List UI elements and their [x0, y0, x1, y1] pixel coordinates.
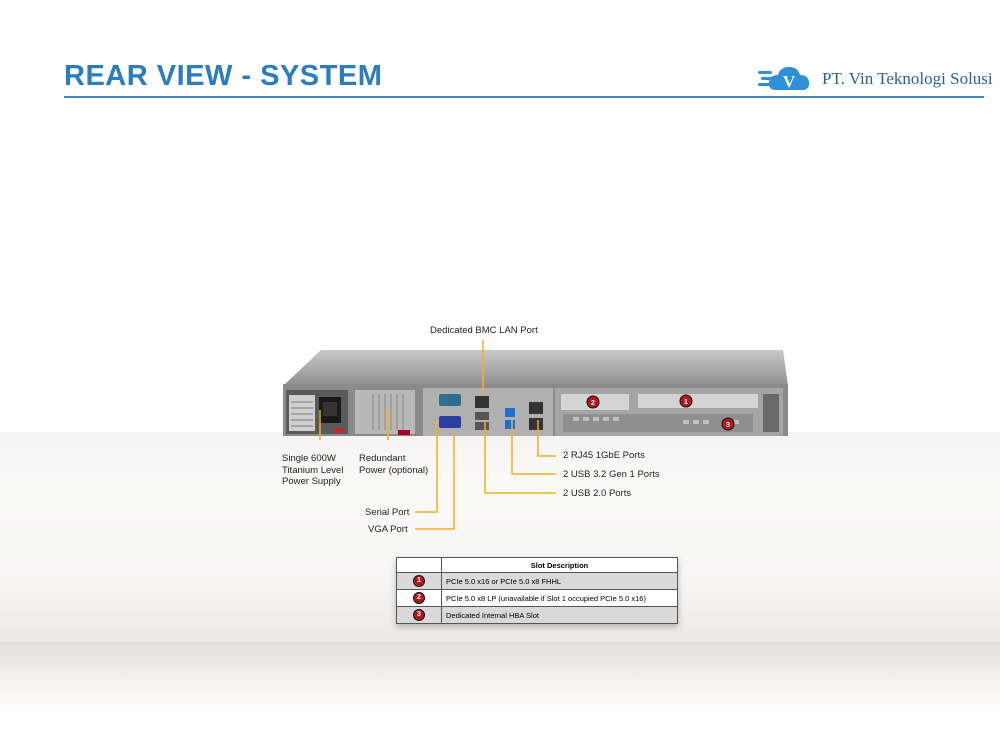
slot-number-badge: 1: [413, 575, 425, 587]
title-underline: [64, 96, 984, 98]
cloud-logo-icon: V: [758, 67, 810, 91]
slot-badge-1: 1: [679, 394, 693, 408]
label-bmc-lan-port: Dedicated BMC LAN Port: [430, 325, 538, 336]
table-row: 2 PCIe 5.0 x8 LP (unavailable if Slot 1 …: [396, 589, 678, 607]
callout-serial: [415, 420, 438, 513]
table-row: 3 Dedicated Internal HBA Slot: [396, 606, 678, 624]
page-title: REAR VIEW - SYSTEM: [64, 60, 383, 92]
logo-letter: V: [783, 72, 796, 91]
slot-description: PCIe 5.0 x8 LP (unavailable if Slot 1 oc…: [441, 589, 678, 607]
serial-port-shape: [439, 394, 461, 406]
company-name: PT. Vin Teknologi Solusi: [822, 69, 993, 88]
chassis-top: [283, 350, 788, 386]
callout-usb20: [484, 420, 556, 494]
company-logo: V PT. Vin Teknologi Solusi: [758, 62, 993, 96]
callout-vga: [415, 435, 455, 530]
svg-text:1: 1: [684, 399, 688, 406]
label-psu-line-1: Single 600W: [282, 453, 336, 464]
slot-badge-2: 2: [586, 395, 600, 409]
label-psu-line-2: Titanium Level: [282, 464, 344, 476]
slot-number-badge: 3: [413, 609, 425, 621]
vga-port-shape: [439, 416, 461, 428]
label-redundant-line-1: Redundant: [359, 453, 406, 464]
table-header-slot-description: Slot Description: [441, 557, 678, 573]
label-psu-line-3: Power Supply: [282, 476, 341, 487]
label-vga-port: VGA Port: [368, 524, 408, 535]
table-header-empty: [396, 557, 442, 573]
label-usb20-ports: 2 USB 2.0 Ports: [563, 488, 632, 499]
slot-description-table: Slot Description 1 PCIe 5.0 x16 or PCIe …: [396, 557, 678, 624]
label-serial-port: Serial Port: [365, 507, 410, 518]
label-rj45-ports: 2 RJ45 1GbE Ports: [563, 450, 645, 461]
table-row: 1 PCIe 5.0 x16 or PCIe 5.0 x8 FHHL: [396, 572, 678, 590]
label-usb32-ports: 2 USB 3.2 Gen 1 Ports: [563, 469, 660, 480]
slot-description: PCIe 5.0 x16 or PCIe 5.0 x8 FHHL: [441, 572, 678, 590]
label-psu: Single 600W Titanium Level Power Supply: [282, 453, 343, 488]
svg-text:2: 2: [591, 400, 595, 407]
callout-usb32: [511, 420, 556, 475]
shelf-shadow: [0, 642, 1000, 712]
server-rear-image: 2 1 3: [283, 350, 788, 436]
label-redundant-power: Redundant Power (optional): [359, 453, 428, 476]
svg-text:3: 3: [726, 422, 730, 429]
psu-single-600w: [286, 390, 348, 434]
table-header-row: Slot Description: [396, 557, 678, 573]
slot-number-badge: 2: [413, 592, 425, 604]
label-redundant-line-2: Power (optional): [359, 464, 429, 476]
callout-rj45: [537, 420, 556, 457]
slot-badge-3: 3: [721, 417, 735, 431]
slot-description: Dedicated Internal HBA Slot: [441, 606, 678, 624]
io-panel: [423, 388, 553, 436]
psu-redundant-slot: [355, 390, 415, 435]
